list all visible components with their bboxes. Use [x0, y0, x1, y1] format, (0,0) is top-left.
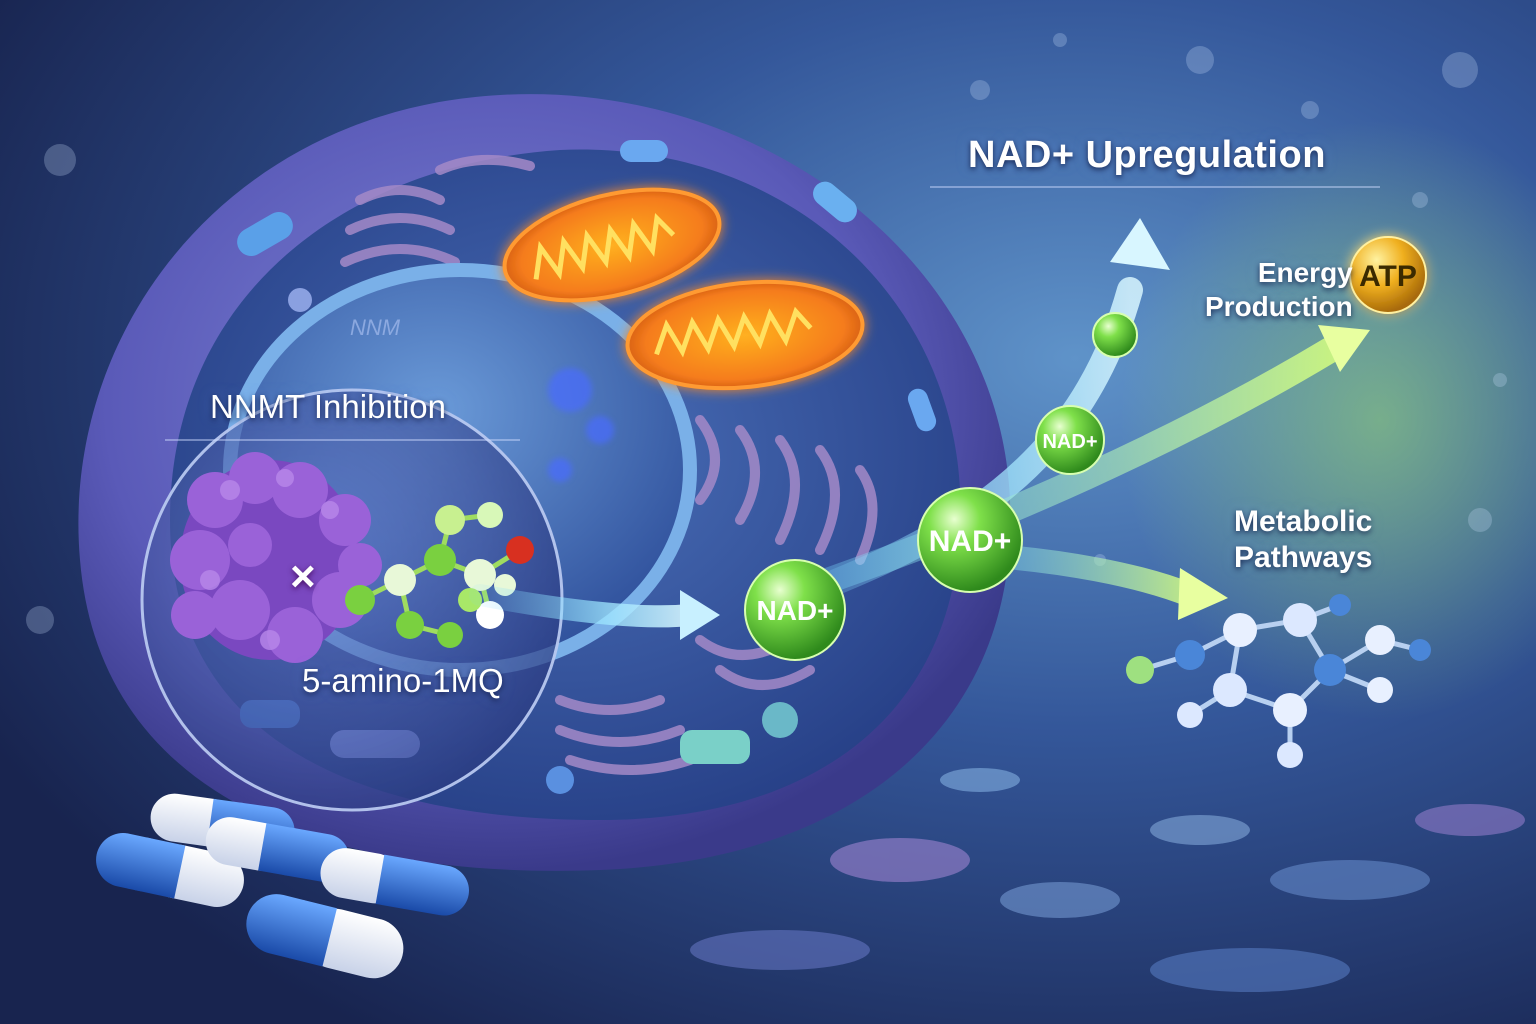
flow-arrow-energy [817, 337, 1343, 593]
capsules [96, 793, 469, 979]
label-nnmt-inhibition: NNMT Inhibition [210, 388, 446, 425]
ground-pebbles [690, 768, 1525, 992]
label-metabolic-line1: Metabolic [1234, 505, 1373, 538]
atp-badge: ATP [1349, 236, 1427, 314]
title-nad-upregulation: NAD+ Upregulation [968, 134, 1326, 176]
atp-label: ATP [1359, 260, 1417, 293]
nad-badge-large-2: NAD+ [917, 487, 1023, 593]
green-glow [1120, 120, 1536, 720]
mitochondrion-top [502, 187, 722, 303]
metabolic-molecule [1126, 594, 1431, 768]
nad-badge-label: NAD+ [1042, 431, 1097, 453]
arrowhead-upregulation [1110, 218, 1170, 270]
compound-molecule [345, 502, 534, 648]
arrowhead-metabolic [1178, 568, 1228, 620]
nucleus-tag: NNM [350, 315, 401, 340]
nad-badge-label: NAD+ [929, 525, 1012, 558]
nad-badge-label: NAD+ [756, 595, 833, 626]
nucleus-glow [548, 368, 614, 482]
flow-arrow-inhibition [469, 584, 701, 628]
label-energy-production: Energy Production [1205, 256, 1353, 324]
arrowhead-inhibition [680, 590, 720, 640]
nad-badge-medium: NAD+ [1035, 405, 1105, 475]
nad-badge-small [1092, 312, 1138, 358]
arrowhead-energy [1318, 325, 1370, 372]
capsule [320, 848, 469, 916]
inhibition-x-icon: × [290, 552, 316, 601]
endoplasmic-reticulum [340, 154, 878, 775]
capsule [246, 894, 404, 979]
label-compound: 5-amino-1MQ [302, 662, 504, 699]
label-energy-line2: Production [1205, 291, 1353, 322]
bokeh-particles [26, 33, 1507, 634]
nnmt-protein [170, 452, 382, 663]
label-metabolic-line2: Pathways [1234, 541, 1373, 574]
label-metabolic-pathways: Metabolic Pathways [1234, 504, 1372, 576]
mitochondrion-bottom [625, 279, 865, 391]
nad-badge-large-1: NAD+ [744, 559, 846, 661]
label-energy-line1: Energy [1257, 257, 1353, 288]
